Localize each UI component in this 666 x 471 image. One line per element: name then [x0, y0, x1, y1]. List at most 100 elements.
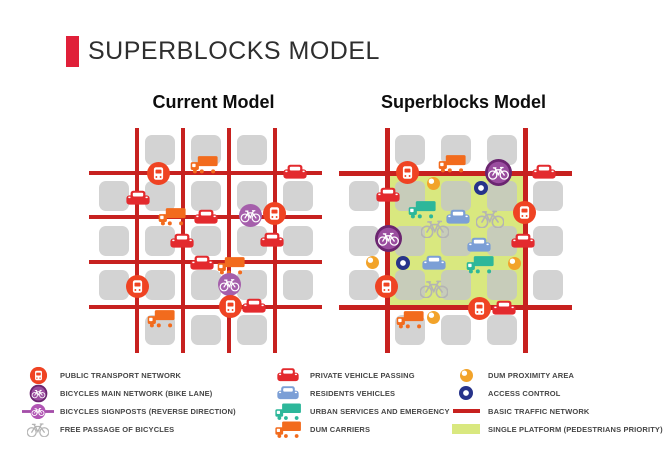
city-block	[533, 181, 563, 211]
city-block	[395, 135, 425, 165]
dum-proximity-icon	[426, 310, 440, 324]
city-block	[533, 270, 563, 300]
traffic-street-vertical	[135, 128, 139, 353]
legend-item: DUM PROXIMITY AREA	[450, 366, 663, 384]
city-block	[533, 226, 563, 256]
city-block	[191, 315, 221, 345]
city-block	[99, 181, 129, 211]
public-transport-icon	[22, 364, 54, 387]
legend-item: PUBLIC TRANSPORT NETWORK	[22, 366, 236, 384]
public-transport-icon	[125, 274, 149, 298]
legend-item: ACCESS CONTROL	[450, 384, 663, 402]
traffic-street-horizontal	[339, 170, 572, 176]
traffic-street-horizontal	[339, 304, 572, 310]
free-passage-bicycle-icon	[22, 420, 54, 439]
private-vehicle-icon	[194, 209, 218, 225]
city-block	[349, 181, 379, 211]
public-transport-icon	[512, 200, 536, 224]
city-block	[283, 270, 313, 300]
city-block	[487, 315, 517, 345]
legend-label: RESIDENTS VEHICLES	[310, 388, 396, 398]
resident-vehicle-icon	[467, 237, 491, 253]
public-transport-icon	[467, 296, 491, 320]
page-title: SUPERBLOCKS MODEL	[88, 37, 380, 65]
city-block	[145, 135, 175, 165]
free-passage-bicycle-icon	[420, 219, 450, 239]
single-platform-swatch	[450, 424, 482, 434]
bicycle-main-network-icon	[22, 380, 54, 407]
city-block	[191, 226, 221, 256]
city-block	[145, 270, 175, 300]
urban-services-icon	[466, 255, 494, 274]
panel-title-superblocks: Superblocks Model	[380, 92, 547, 112]
public-transport-icon	[218, 294, 242, 318]
city-block	[283, 226, 313, 256]
panel-current-model: Current Model	[89, 92, 337, 362]
bicycle-main-network-icon	[374, 224, 402, 252]
free-passage-bicycle-icon	[475, 209, 505, 229]
resident-vehicle-icon	[272, 385, 304, 401]
free-passage-bicycle-icon	[419, 279, 449, 299]
bicycle-signpost-icon	[22, 403, 54, 420]
panel-superblocks-model: Superblocks Model	[339, 92, 587, 362]
legend-item: RESIDENTS VEHICLES	[272, 384, 450, 402]
city-block	[283, 181, 313, 211]
dum-carrier-icon	[438, 154, 466, 173]
private-vehicle-icon	[170, 233, 194, 249]
legend-label: URBAN SERVICES AND EMERGENCY	[310, 406, 450, 416]
title-accent-bar	[66, 36, 79, 67]
dum-carrier-icon	[147, 309, 175, 328]
legend-label: DUM PROXIMITY AREA	[488, 370, 575, 380]
traffic-street-vertical	[227, 128, 231, 353]
public-transport-icon	[146, 161, 170, 185]
header: SUPERBLOCKS MODEL	[66, 36, 380, 67]
private-vehicle-icon	[126, 190, 150, 206]
legend-item: FREE PASSAGE OF BICYCLES	[22, 420, 236, 438]
legend-item: BASIC TRAFFIC NETWORK	[450, 402, 663, 420]
legend-column-network: DUM PROXIMITY AREA ACCESS CONTROL BASIC TR…	[450, 366, 663, 438]
access-control-icon	[396, 256, 410, 270]
private-vehicle-icon	[492, 300, 516, 316]
legend-item: DUM CARRIERS	[272, 420, 450, 438]
private-vehicle-icon	[511, 233, 535, 249]
bicycle-main-network-icon	[484, 158, 512, 186]
legend-label: SINGLE PLATFORM (PEDESTRIANS PRIORITY)	[488, 424, 663, 434]
private-vehicle-icon	[376, 187, 400, 203]
city-block	[487, 181, 517, 211]
private-vehicle-icon	[532, 164, 556, 180]
city-block	[237, 315, 267, 345]
city-block	[145, 181, 175, 211]
dum-carrier-icon	[396, 310, 424, 329]
legend-label: BICYCLES SIGNPOSTS (REVERSE DIRECTION)	[60, 406, 236, 416]
legend-label: BASIC TRAFFIC NETWORK	[488, 406, 590, 416]
public-transport-icon	[374, 274, 398, 298]
city-block	[99, 270, 129, 300]
basic-traffic-network-swatch	[450, 409, 482, 413]
private-vehicle-icon	[242, 298, 266, 314]
current-model-diagram	[89, 120, 337, 360]
urban-services-icon	[272, 402, 304, 421]
legend-column-vehicles: PRIVATE VEHICLE PASSING RESIDENTS VEHICLE…	[272, 366, 450, 438]
traffic-street-horizontal	[89, 171, 322, 175]
bicycle-main-network-icon	[217, 272, 241, 296]
city-block	[191, 181, 221, 211]
legend-label: PUBLIC TRANSPORT NETWORK	[60, 370, 182, 380]
dum-proximity-icon	[450, 368, 482, 382]
legend-item: BICYCLES SIGNPOSTS (REVERSE DIRECTION)	[22, 402, 236, 420]
city-block	[237, 135, 267, 165]
legend-item: URBAN SERVICES AND EMERGENCY	[272, 402, 450, 420]
legend-item: SINGLE PLATFORM (PEDESTRIANS PRIORITY)	[450, 420, 663, 438]
bicycle-main-network-icon	[238, 203, 262, 227]
city-block	[191, 270, 221, 300]
private-vehicle-icon	[260, 232, 284, 248]
private-vehicle-icon	[272, 367, 304, 383]
public-transport-icon	[395, 160, 419, 184]
resident-vehicle-icon	[446, 209, 470, 225]
legend-item: PRIVATE VEHICLE PASSING	[272, 366, 450, 384]
legend-label: FREE PASSAGE OF BICYCLES	[60, 424, 175, 434]
legend-label: ACCESS CONTROL	[488, 388, 561, 398]
city-block	[145, 226, 175, 256]
dum-proximity-icon	[426, 176, 440, 190]
